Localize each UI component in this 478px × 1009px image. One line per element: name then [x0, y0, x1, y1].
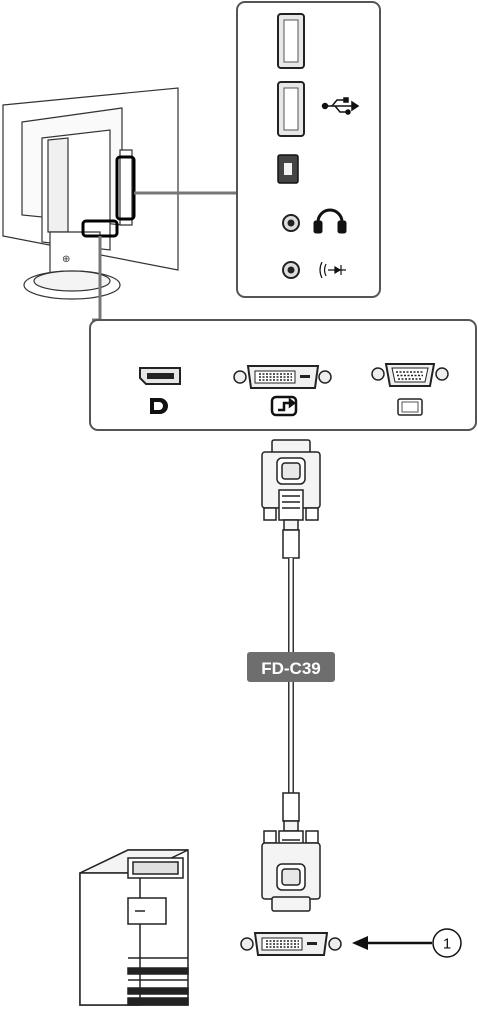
side-port-panel: [236, 1, 381, 298]
dvi-port: [233, 365, 332, 389]
callout-arrow: [352, 936, 432, 950]
callout-marker: 1: [432, 928, 462, 958]
cable-label-tag: FD-C39: [247, 652, 335, 682]
usb-port-icon: [277, 81, 305, 137]
side-port-highlight: [115, 155, 136, 221]
usb-port-icon: [277, 13, 305, 69]
pc-dvi-port: [240, 932, 342, 956]
cable-label: FD-C39: [261, 659, 321, 678]
line-in-icon: [319, 261, 346, 279]
usb-b-port-icon: [277, 154, 299, 184]
displayport-icon: [150, 398, 168, 414]
computer-tower: [79, 849, 189, 1006]
displayport-port: [139, 367, 181, 385]
dvi-icon: [270, 395, 298, 417]
callout-number: 1: [443, 936, 451, 953]
dvi-cable-top-connector: [261, 439, 321, 559]
dvi-cable-bottom-connector: [261, 792, 321, 912]
usb-symbol-icon: [321, 97, 360, 115]
dsub-icon: [397, 398, 423, 416]
line-in-jack: [282, 261, 300, 279]
headphone-jack: [282, 214, 300, 232]
headphone-icon: [313, 208, 347, 234]
dsub-port: [371, 363, 449, 387]
svg-text:⊕: ⊕: [62, 254, 70, 265]
